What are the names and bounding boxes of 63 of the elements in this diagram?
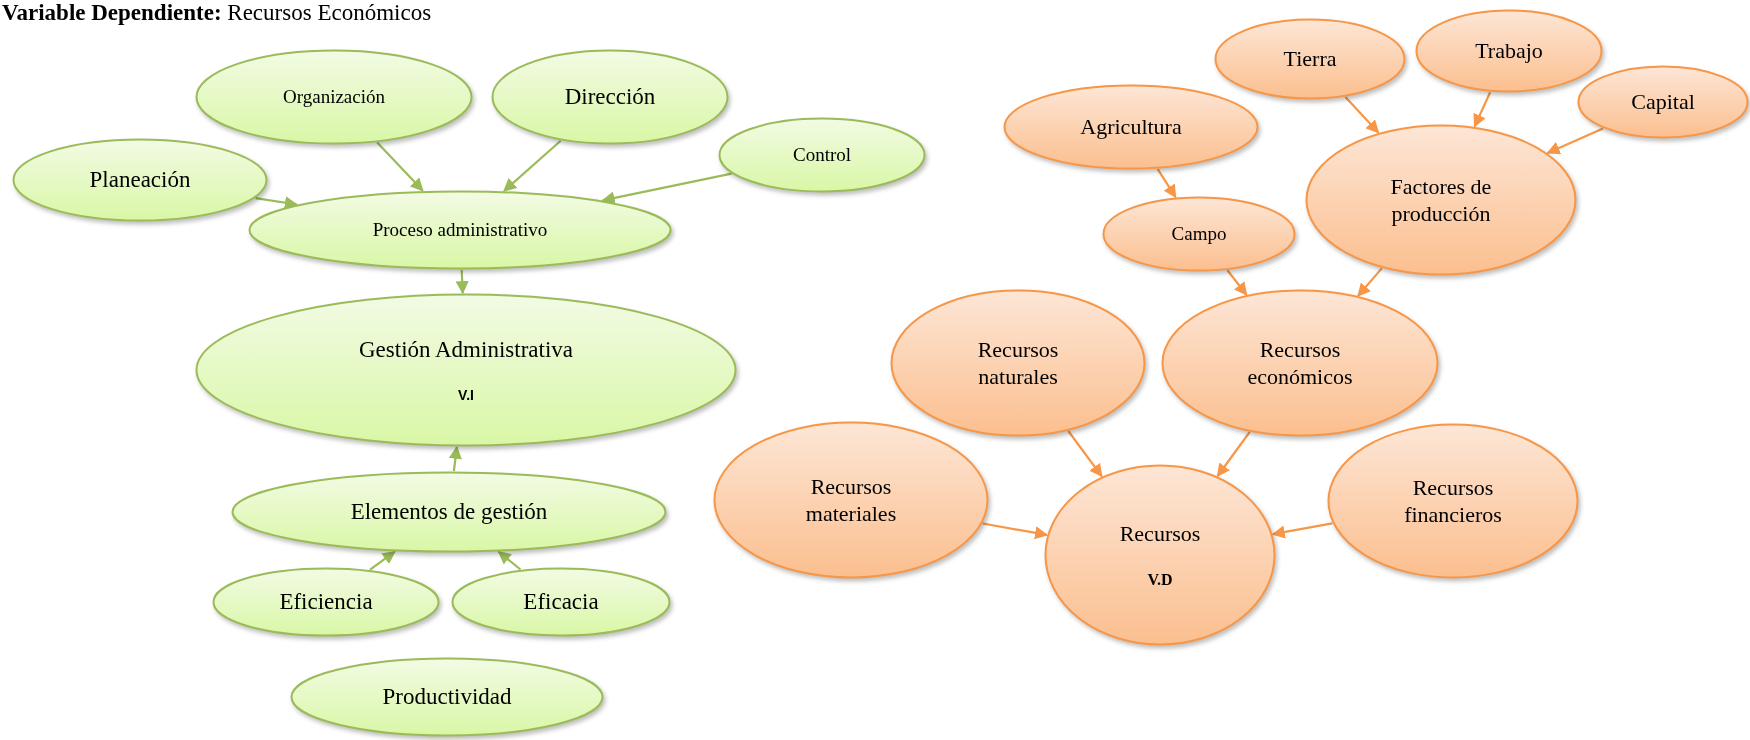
ellipse-node [248,190,672,270]
node-label: Campo [1171,222,1227,246]
ellipse-node [718,117,926,193]
variable-tag: V.D [1147,569,1173,590]
ellipse-node [231,471,667,553]
arrow [369,550,396,571]
arrow [448,445,462,472]
arrow [1271,522,1333,539]
arrow [497,551,522,571]
arrow [601,172,732,205]
node-label: Organización [283,85,385,109]
node-label: Capital [1631,88,1695,116]
ellipse-node [1102,196,1296,272]
arrow [1156,168,1177,199]
ellipse-node [1161,289,1439,437]
node-label: Gestión Administrativa [359,335,573,364]
ellipse-node [12,138,268,222]
node-label: Productividad [382,682,512,711]
node-label: Recursos naturales [976,335,1060,391]
ellipse-node [212,567,440,637]
node-label: Recursos financieros [1403,473,1503,529]
ellipse-node [1003,84,1259,170]
node-label: Eficiencia [279,587,373,616]
ellipse-node [1305,124,1577,276]
ellipse-node [451,567,671,637]
node-label: Recursos económicos [1246,335,1354,391]
ellipse-node [890,289,1146,437]
ellipse-node [1044,464,1276,646]
arrow [1216,431,1251,478]
node-label: Planeación [89,165,191,194]
arrow [376,141,424,192]
arrow [1226,269,1248,296]
arrow [1546,127,1604,155]
arrow [255,196,298,210]
node-label: Control [792,143,852,167]
node-label: Recursos materiales [804,472,898,528]
node-label: Dirección [564,82,656,111]
arrow [1344,96,1380,134]
node-label: Elementos de gestión [350,497,548,526]
variable-tag: V.I [458,386,474,405]
ellipse-node [1327,423,1579,579]
node-label: Recursos [1119,520,1201,548]
arrow [1067,430,1103,478]
ellipse-node [195,49,473,145]
arrow [455,269,469,295]
ellipse-node [1577,65,1749,139]
ellipse-node [290,657,604,737]
node-label: Proceso administrativo [372,218,548,242]
node-label: Eficacia [523,587,599,616]
ellipse-node [1214,18,1406,100]
node-label: Trabajo [1475,37,1543,65]
diagram-title: Variable Dependiente: Recursos Económicos [2,0,432,26]
ellipse-node [713,421,989,579]
ellipse-node [491,49,729,145]
arrow [1473,91,1492,128]
node-label: Tierra [1283,45,1337,73]
arrow [1357,267,1383,297]
node-label: Factores de producción [1389,172,1493,228]
arrow [503,139,562,192]
node-label: Agricultura [1080,113,1182,141]
ellipse-node [1415,9,1603,93]
arrow [982,522,1049,540]
ellipse-node [195,293,737,447]
